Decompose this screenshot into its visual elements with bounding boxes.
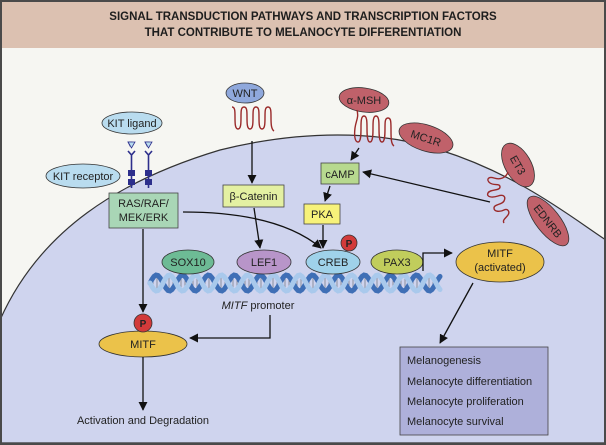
creb-phospho-badge: P	[340, 234, 358, 252]
outcome-item: Melanogenesis	[407, 355, 481, 367]
pax3-group: PAX3	[370, 249, 424, 275]
et3-oval	[501, 142, 535, 188]
et3-group: ET3	[501, 142, 535, 188]
wnt-label: WNT	[232, 88, 257, 100]
outcome-item: Melanocyte proliferation	[407, 396, 524, 408]
alpha-msh-label: α-MSH	[347, 95, 382, 107]
sox10-label: SOX10	[170, 257, 205, 269]
arrow-beta-catenin-to-lef1	[253, 207, 264, 249]
kinase-domain-icon	[145, 179, 152, 185]
arrow-ednrb-to-camp	[362, 169, 491, 203]
mc1r-group: MC1R	[398, 122, 454, 154]
dna-strand-front	[147, 272, 443, 294]
dna-strand-back	[147, 272, 443, 294]
ras-raf-mek-erk-box: RAS/RAF/ MEK/ERK	[108, 192, 179, 229]
lef1-oval	[236, 249, 292, 275]
mc1r-oval	[398, 122, 454, 154]
arrow-mitf-to-outcomes	[439, 282, 474, 344]
pka-label: PKA	[311, 209, 334, 221]
outcome-item: Melanocyte differentiation	[407, 376, 532, 388]
sox10-oval	[161, 249, 215, 275]
beta-catenin-box: β-Catenin	[222, 184, 285, 208]
creb-group: CREB	[305, 249, 361, 275]
pka-box: PKA	[303, 203, 341, 225]
mc1r-transmembrane-icon	[353, 109, 395, 147]
mitf-activated-label-2: (activated)	[474, 262, 525, 274]
mitf-phospho-badge: P	[133, 313, 153, 333]
mitf-promoter-label: MITF promoter	[222, 300, 295, 312]
kit-receptor-oval	[45, 163, 121, 189]
ras-raf-label-2: MEK/ERK	[119, 212, 169, 224]
pathway-arrows	[138, 141, 491, 411]
camp-label: cAMP	[325, 169, 354, 181]
activation-degradation-label: Activation and Degradation	[77, 415, 209, 427]
wnt-oval	[225, 82, 265, 104]
phosphate-label: P	[140, 319, 147, 330]
arrow-camp-to-pka	[323, 185, 332, 202]
kinase-domain-icon	[128, 179, 135, 185]
wnt-frizzled-receptor-icon	[231, 106, 275, 132]
creb-oval	[305, 249, 361, 275]
creb-label: CREB	[318, 257, 349, 269]
mitf-activated-oval	[455, 241, 545, 283]
ras-raf-label-1: RAS/RAF/	[118, 198, 170, 210]
promoter-suffix: promoter	[247, 300, 294, 312]
sox10-group: SOX10	[161, 249, 215, 275]
mitf-activated-label-1: MITF	[487, 248, 513, 260]
promoter-gene-name: MITF	[222, 300, 249, 312]
kit-receptor-structure	[127, 141, 153, 188]
kinase-domain-icon	[145, 170, 152, 176]
arrow-promoter-to-mitf-activated	[422, 248, 453, 271]
kinase-domain-icon	[128, 170, 135, 176]
ednrb-transmembrane-icon	[486, 171, 510, 224]
kit-receptor-label: KIT receptor	[53, 171, 114, 183]
mitf-activated-group: MITF (activated)	[455, 241, 545, 283]
ligand-triangle-icon	[127, 141, 136, 149]
lef1-label: LEF1	[251, 257, 277, 269]
pax3-label: PAX3	[383, 257, 410, 269]
outcomes-box: Melanogenesis Melanocyte differentiation…	[399, 346, 549, 436]
alpha-msh-group: α-MSH	[338, 87, 390, 113]
beta-catenin-label: β-Catenin	[230, 191, 278, 203]
kit-ligand-group: KIT ligand	[101, 111, 163, 135]
mitf-group: MITF	[98, 330, 188, 358]
phosphate-label: P	[346, 239, 353, 250]
mitf-label: MITF	[130, 339, 156, 351]
phosphate-icon	[340, 234, 358, 252]
ednrb-oval	[526, 195, 570, 247]
ligand-triangle-icon	[144, 141, 153, 149]
lef1-group: LEF1	[236, 249, 292, 275]
header-band	[1, 1, 605, 48]
kit-ligand-label: KIT ligand	[107, 118, 156, 130]
outcome-item: Melanocyte survival	[407, 416, 504, 428]
wnt-group: WNT	[225, 82, 265, 104]
arrow-mc1r-to-camp	[350, 147, 360, 161]
alpha-msh-oval	[338, 87, 390, 113]
phosphate-icon	[133, 313, 153, 333]
title-line-2: THAT CONTRIBUTE TO MELANOCYTE DIFFERENTI…	[145, 27, 462, 39]
dna-helix	[147, 272, 443, 294]
arrow-promoter-to-mitf	[189, 315, 271, 343]
arrow-erk-to-creb	[182, 211, 322, 249]
camp-box: cAMP	[320, 162, 360, 185]
title-line-1: SIGNAL TRANSDUCTION PATHWAYS AND TRANSCR…	[109, 11, 497, 23]
kit-receptor-group: KIT receptor	[45, 163, 121, 189]
kit-ligand-oval	[101, 111, 163, 135]
